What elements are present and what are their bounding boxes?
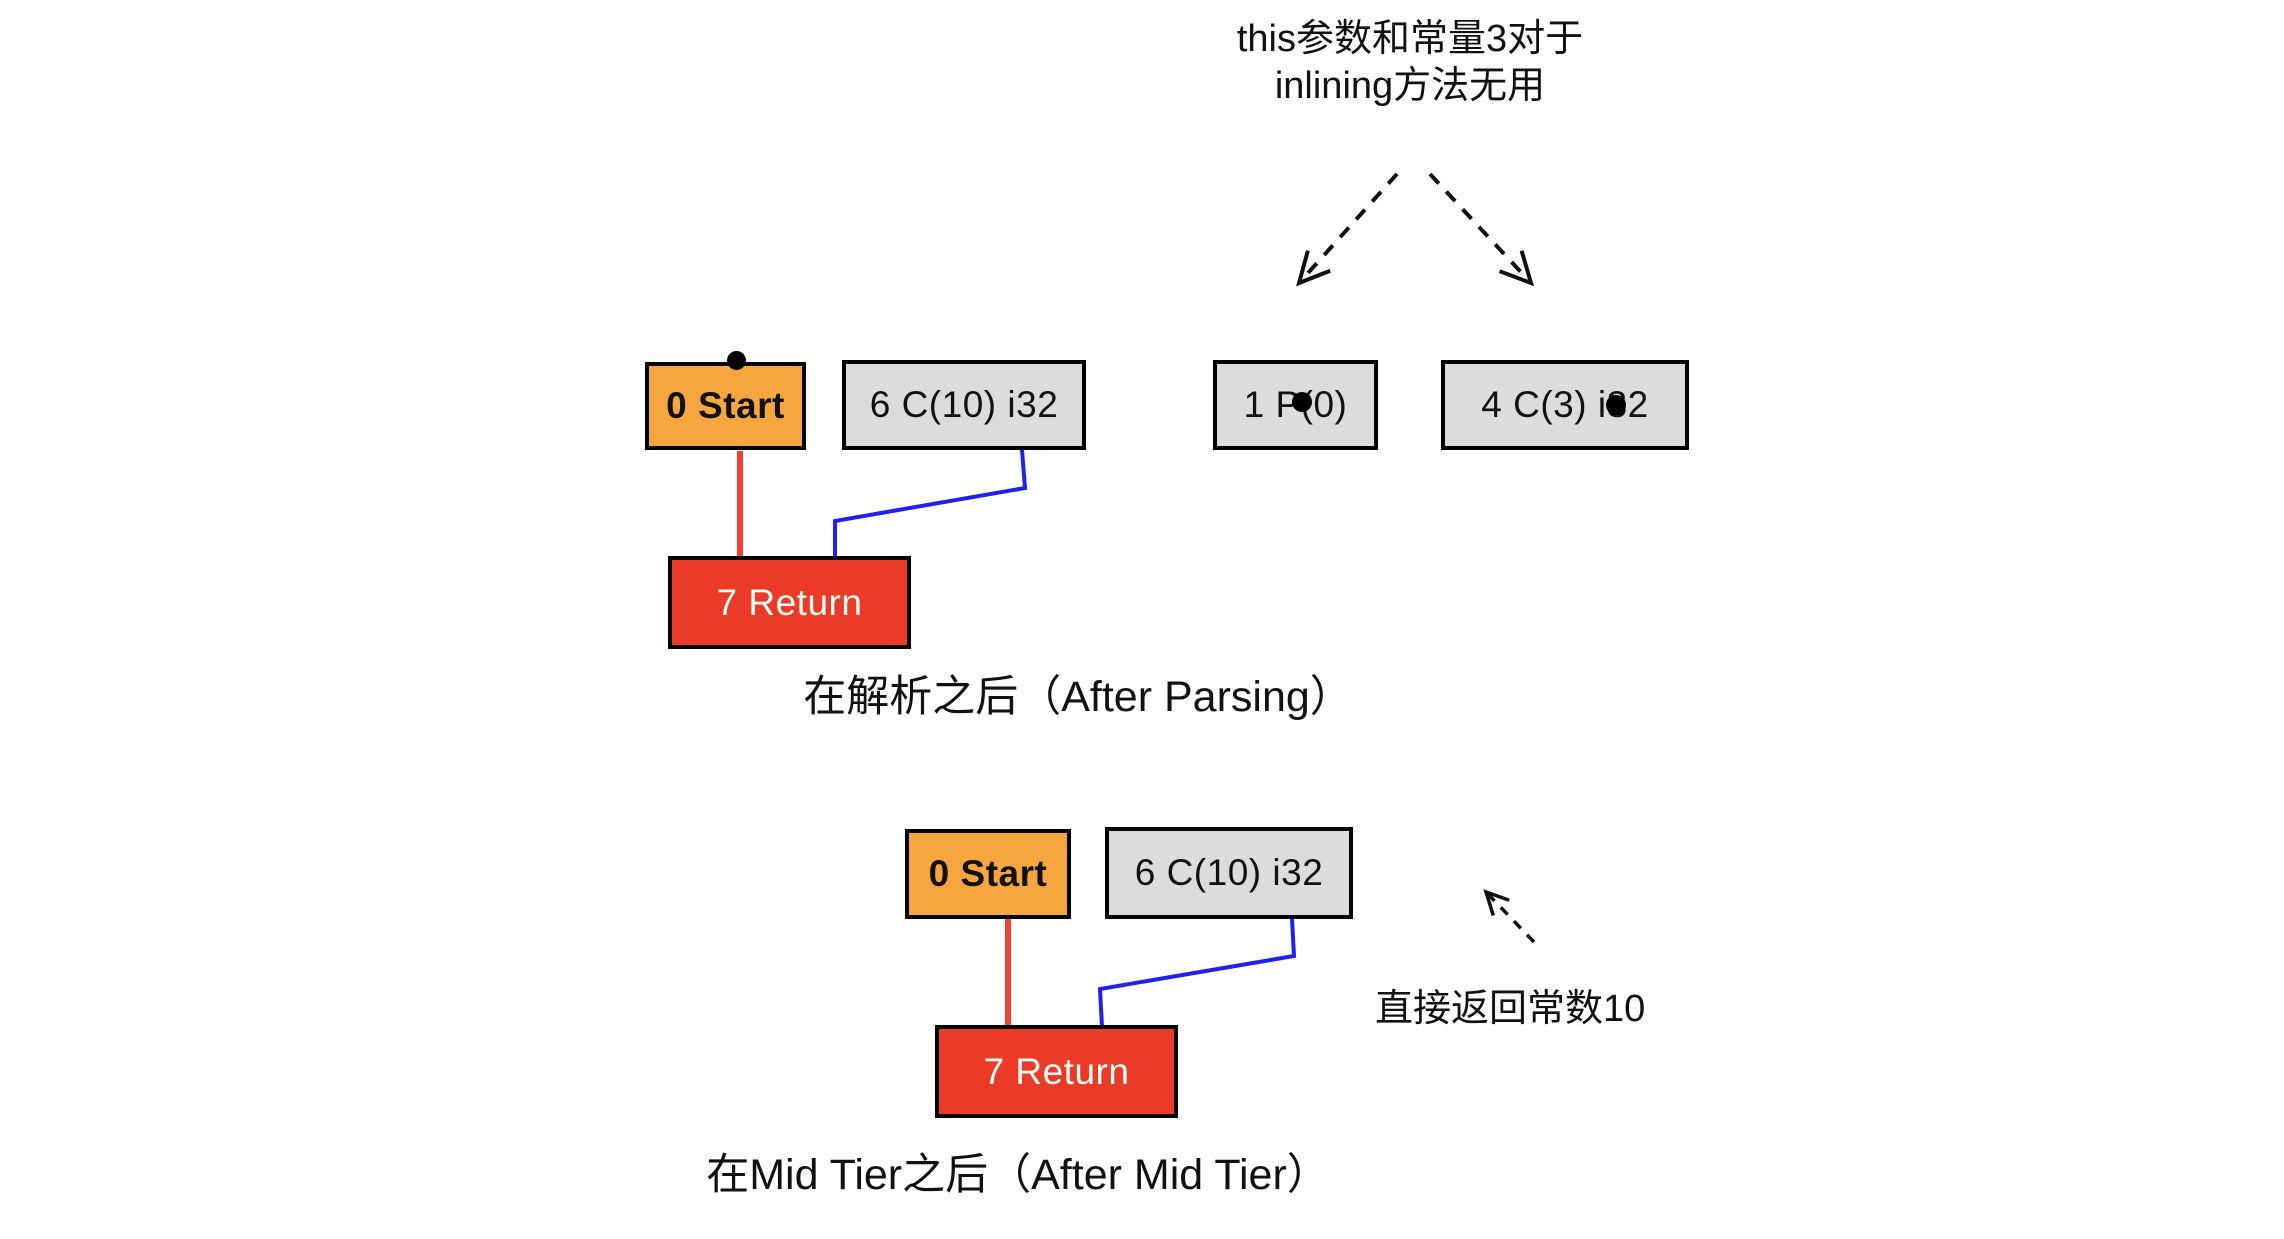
caption-after-parsing: 在解析之后（After Parsing） bbox=[803, 673, 1353, 721]
start-port-dot bbox=[727, 351, 746, 370]
node-start-2: 0 Start bbox=[905, 829, 1071, 919]
inlining-annotation-line1: this参数和常量3对于 bbox=[1236, 18, 1584, 60]
inlining-annotation: this参数和常量3对于 inlining方法无用 bbox=[1060, 16, 1760, 110]
node-const3-1: 4 C(3) i32 bbox=[1441, 360, 1689, 450]
dashed-arrow-const10-icon bbox=[1483, 889, 1536, 944]
node-return-2: 7 Return bbox=[935, 1025, 1178, 1118]
dashed-arrow-left-icon bbox=[1296, 172, 1399, 287]
node-const10-2: 6 C(10) i32 bbox=[1105, 827, 1353, 919]
node-const10-1: 6 C(10) i32 bbox=[842, 360, 1086, 450]
node-start-1: 0 Start bbox=[645, 362, 806, 450]
data-edge-const10-return-2 bbox=[1097, 918, 1297, 1028]
data-edge-const10-return-1 bbox=[833, 449, 1028, 557]
node-return-1: 7 Return bbox=[668, 556, 911, 649]
dashed-arrow-right-icon bbox=[1428, 172, 1535, 287]
node-param-1: 1 P(0) bbox=[1213, 360, 1378, 450]
inlining-annotation-line2: inlining方法无用 bbox=[1274, 65, 1546, 107]
caption-after-mid-tier: 在Mid Tier之后（After Mid Tier） bbox=[706, 1151, 1330, 1199]
return-constant-annotation: 直接返回常数10 bbox=[1375, 988, 1646, 1030]
const3-port-dot bbox=[1606, 395, 1626, 415]
param-port-dot bbox=[1292, 392, 1312, 412]
